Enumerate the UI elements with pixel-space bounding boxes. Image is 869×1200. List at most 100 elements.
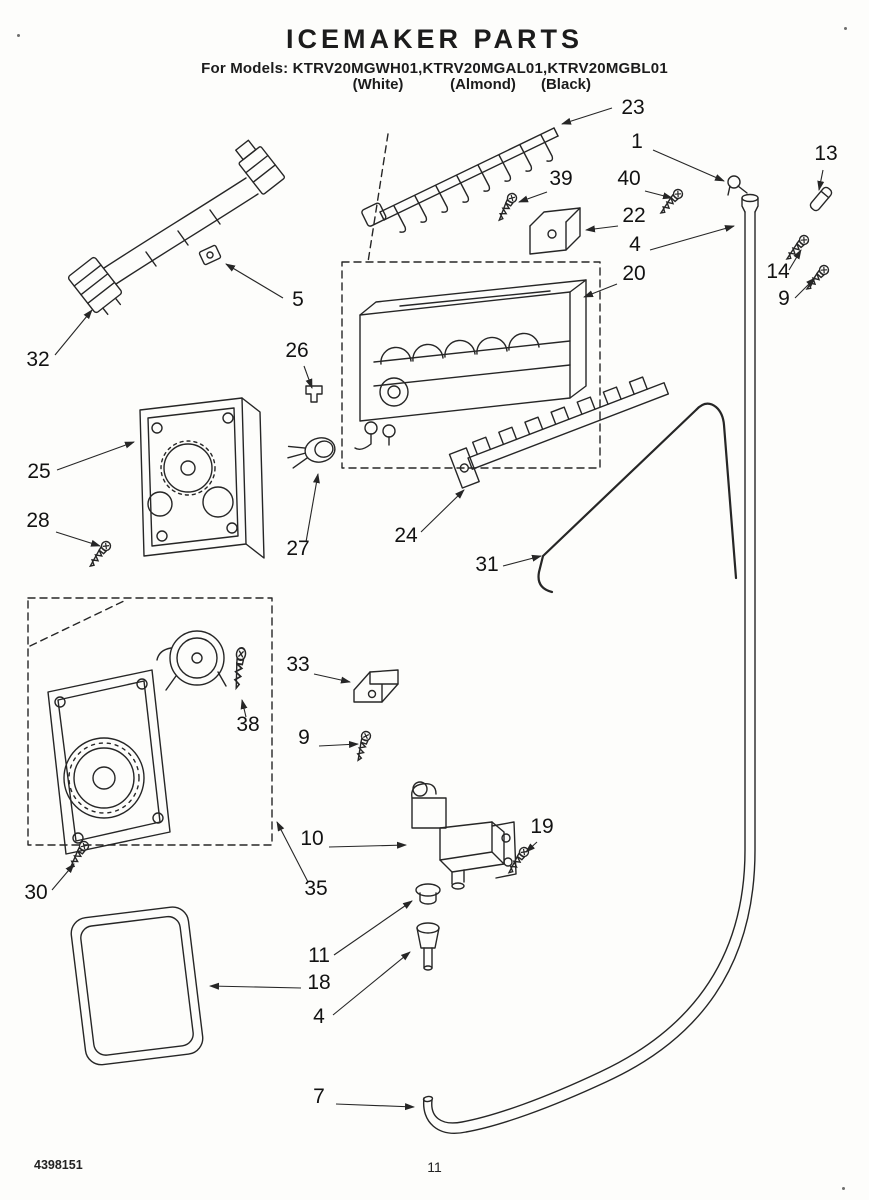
screw-40 xyxy=(656,186,686,217)
part-number-24: 24 xyxy=(394,524,418,547)
callout-32: 32 xyxy=(26,309,93,371)
callout-24: 24 xyxy=(394,489,465,547)
callout-4-top: 4 xyxy=(629,225,735,256)
callout-7: 7 xyxy=(313,1085,415,1111)
callout-9-right: 9 xyxy=(778,277,816,310)
bracket-33 xyxy=(353,669,399,703)
part-number-9-right: 9 xyxy=(778,287,790,310)
part-number-25: 25 xyxy=(27,460,50,483)
water-inlet-valve-10 xyxy=(411,781,517,890)
part-number-18: 18 xyxy=(307,971,330,994)
mounting-bracket-22 xyxy=(529,207,581,255)
part-number-13: 13 xyxy=(814,142,837,165)
callout-26: 26 xyxy=(285,339,313,389)
fill-cup-4 xyxy=(416,922,440,971)
part-number-23: 23 xyxy=(621,96,644,119)
shutoff-plug-27 xyxy=(287,437,336,469)
screw-38 xyxy=(230,646,248,690)
part-number-4-bottom: 4 xyxy=(313,1005,325,1028)
tube-clamp-1 xyxy=(727,175,748,196)
callout-13: 13 xyxy=(814,142,838,191)
part-number-28: 28 xyxy=(26,509,49,532)
water-fill-tube-7 xyxy=(422,193,759,1134)
part-number-33: 33 xyxy=(286,653,309,676)
callout-11: 11 xyxy=(308,900,413,967)
color-label-black: (Black) xyxy=(540,76,592,93)
screw-28 xyxy=(86,538,114,570)
callout-33: 33 xyxy=(286,653,351,684)
shutoff-arm-wire-31 xyxy=(537,402,738,594)
ice-stripper-23 xyxy=(361,127,559,233)
callout-35: 35 xyxy=(276,821,328,900)
screw-9-right xyxy=(802,262,832,293)
callout-5: 5 xyxy=(225,263,304,311)
callout-28: 28 xyxy=(26,509,101,547)
callout-4-bottom: 4 xyxy=(313,951,411,1028)
callout-19: 19 xyxy=(525,815,554,853)
callout-40: 40 xyxy=(617,167,673,200)
color-variants-row: (White) (Almond) (Black) xyxy=(0,76,869,96)
part-number-11: 11 xyxy=(308,944,330,967)
part-number-5: 5 xyxy=(292,288,304,311)
screw-19 xyxy=(504,845,531,876)
callout-38: 38 xyxy=(236,699,260,736)
icemaker-assembly-20 xyxy=(354,279,587,451)
part-number-38: 38 xyxy=(236,713,259,736)
page-mark xyxy=(17,34,20,37)
part-number-4-top: 4 xyxy=(629,233,641,256)
part-number-30: 30 xyxy=(24,881,47,904)
screw-9-middle xyxy=(353,729,373,763)
callout-9-middle: 9 xyxy=(298,726,359,749)
callout-23: 23 xyxy=(561,96,645,125)
spacer-13 xyxy=(809,186,833,212)
callout-14: 14 xyxy=(766,249,802,283)
models-line: For Models: KTRV20MGWH01,KTRV20MGAL01,KT… xyxy=(201,60,668,77)
callouts: 23 1 13 39 40 22 xyxy=(24,96,838,1111)
motor-module-front-25 xyxy=(139,397,265,559)
part-number-35: 35 xyxy=(304,877,327,900)
part-number-27: 27 xyxy=(286,537,309,560)
part-number-22: 22 xyxy=(622,204,645,227)
page-mark xyxy=(844,27,847,30)
diagram-header: ICEMAKER PARTS For Models: KTRV20MGWH01,… xyxy=(0,24,869,77)
part-number-10: 10 xyxy=(300,827,323,850)
callout-27: 27 xyxy=(286,473,320,560)
icemaker-dashed-outline xyxy=(341,133,601,469)
callout-25: 25 xyxy=(27,441,135,483)
part-number-7: 7 xyxy=(313,1085,325,1108)
part-number-31: 31 xyxy=(475,553,498,576)
part-number-32: 32 xyxy=(26,348,49,371)
part-number-9-middle: 9 xyxy=(298,726,310,749)
clip-26 xyxy=(305,385,323,403)
page-mark xyxy=(842,1187,845,1190)
document-number: 4398151 xyxy=(34,1158,83,1172)
part-number-1: 1 xyxy=(631,130,643,153)
color-label-white: (White) xyxy=(352,76,404,93)
grommet-11 xyxy=(415,883,441,905)
callout-39: 39 xyxy=(518,167,573,203)
callout-20: 20 xyxy=(583,262,646,298)
part-number-19: 19 xyxy=(530,815,553,838)
callout-30: 30 xyxy=(24,863,75,904)
part-number-14: 14 xyxy=(766,260,790,283)
callout-18: 18 xyxy=(209,971,331,994)
part-number-26: 26 xyxy=(285,339,308,362)
clip-5 xyxy=(198,244,222,266)
page-number: 11 xyxy=(427,1159,442,1175)
callout-10: 10 xyxy=(300,827,407,850)
part-number-40: 40 xyxy=(617,167,640,190)
callout-1: 1 xyxy=(631,130,725,182)
page-title: ICEMAKER PARTS xyxy=(285,24,583,54)
part-number-39: 39 xyxy=(549,167,572,190)
screw-39 xyxy=(494,191,519,224)
color-label-almond: (Almond) xyxy=(450,76,516,93)
part-number-20: 20 xyxy=(622,262,645,285)
callout-31: 31 xyxy=(475,553,542,576)
ice-bin-18 xyxy=(70,906,204,1066)
wire-harness-32 xyxy=(67,139,286,316)
callout-22: 22 xyxy=(585,204,646,233)
motor-module-rear-35 xyxy=(47,630,227,855)
module-dashed-outline xyxy=(27,597,273,846)
